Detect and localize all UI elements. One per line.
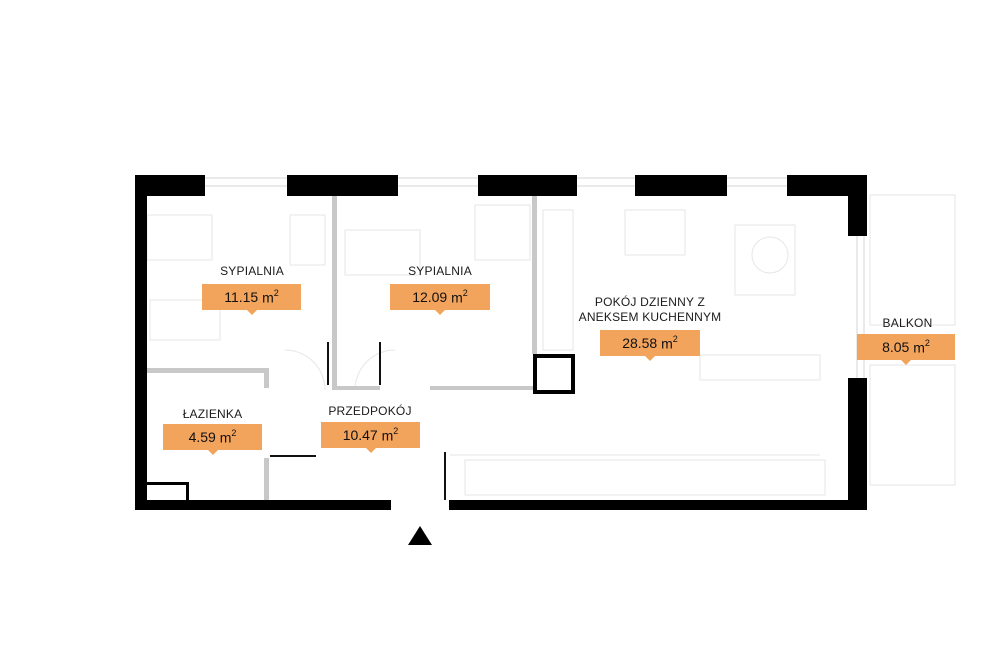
room-label-sypialnia-1: SYPIALNIA <box>220 264 284 278</box>
area-tag-sypialnia-2: 12.09 m2 <box>390 284 490 315</box>
exterior-walls <box>135 175 867 510</box>
area-tag-przedpokoj: 10.47 m2 <box>321 422 420 453</box>
area-tag-sypialnia-1: 11.15 m2 <box>202 284 301 315</box>
interior-partitions <box>147 196 537 500</box>
room-label-sypialnia-2: SYPIALNIA <box>408 264 472 278</box>
door-leaves <box>270 342 446 500</box>
room-label-lazienka: ŁAZIENKA <box>182 407 243 421</box>
room-label-pokoj-dzienny: POKÓJ DZIENNY Z ANEKSEM KUCHENNYM <box>578 295 722 324</box>
area-tag-balkon: 8.05 m2 <box>857 334 955 365</box>
room-label-balkon: BALKON <box>882 316 933 330</box>
area-tag-lazienka: 4.59 m2 <box>163 424 262 455</box>
furniture-outlines <box>146 194 956 496</box>
area-tag-pokoj-dzienny: 28.58 m2 <box>600 330 700 361</box>
room-label-przedpokoj: PRZEDPOKÓJ <box>328 404 412 418</box>
entrance-arrow-icon <box>408 526 432 545</box>
